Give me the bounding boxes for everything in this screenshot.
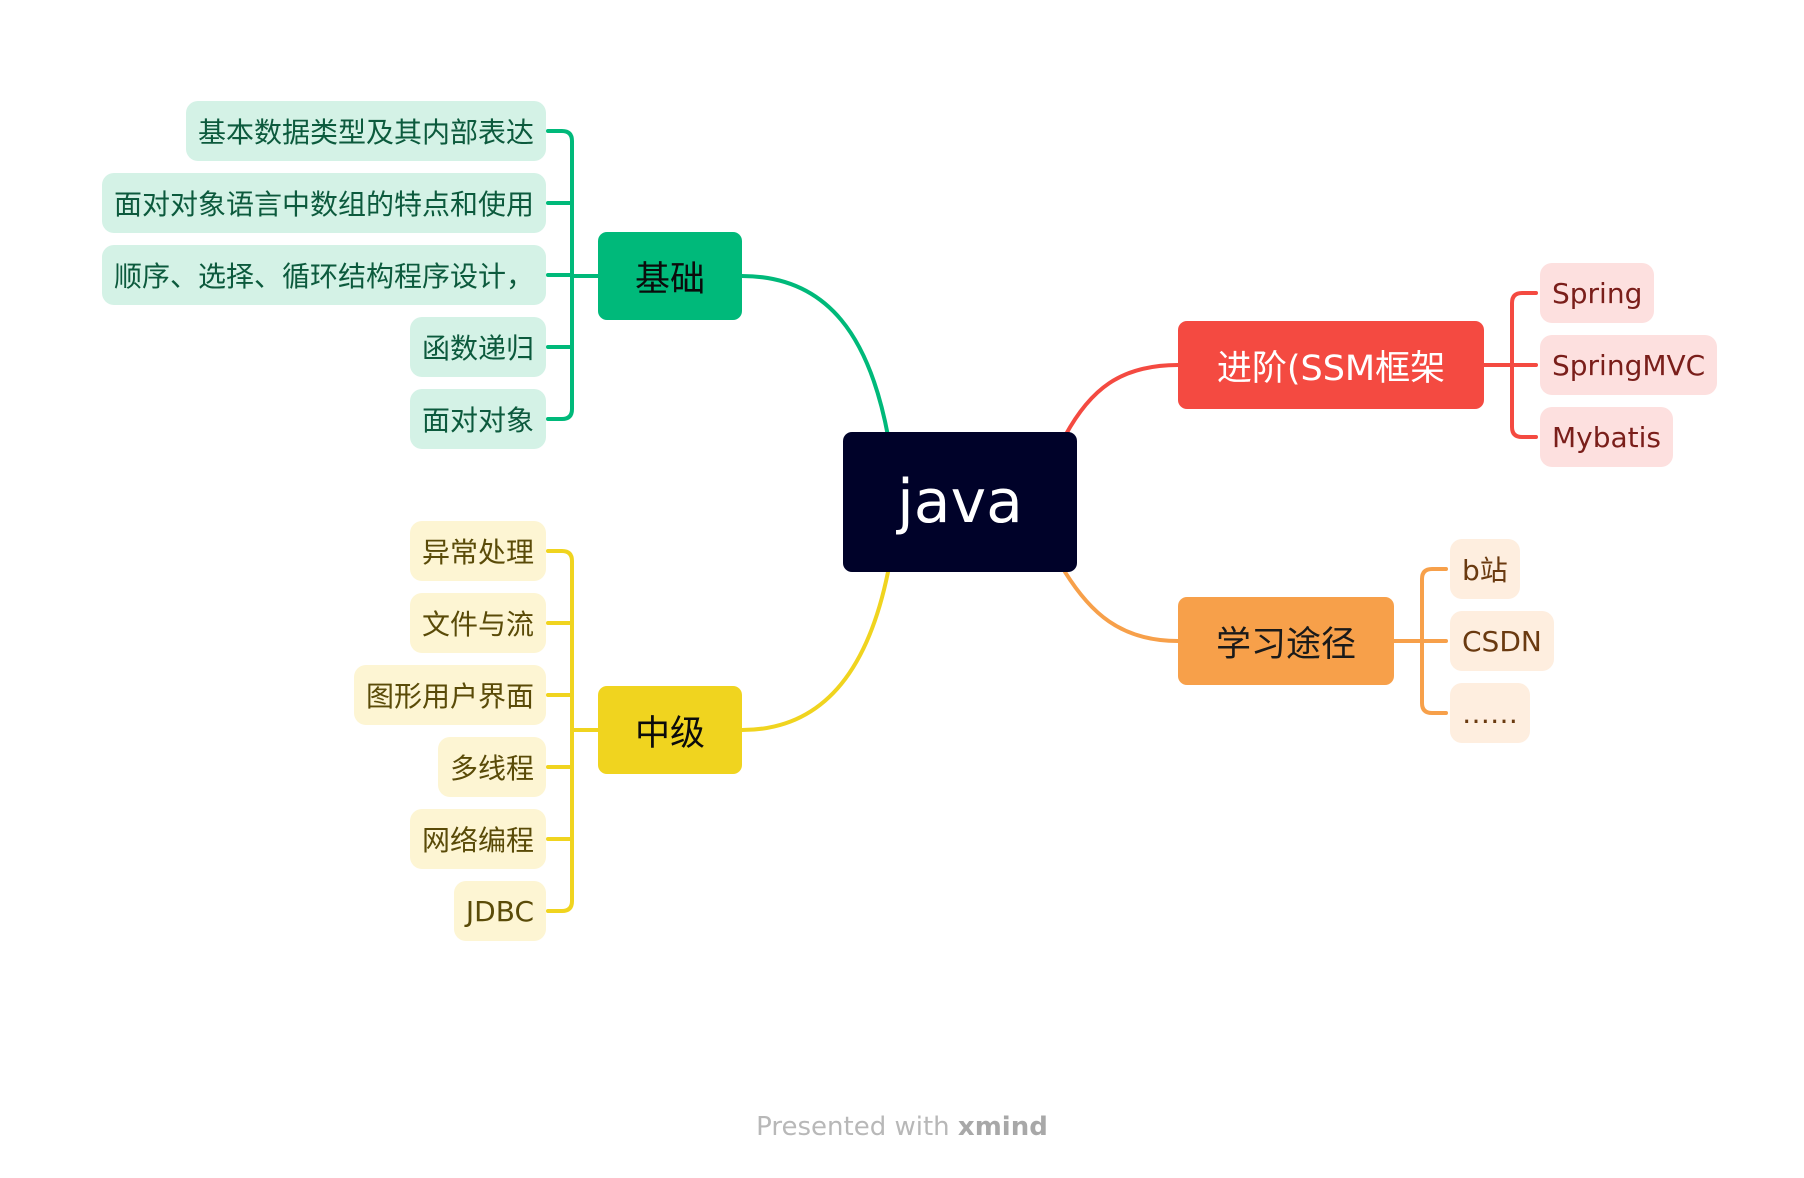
subtopic-jinjie-1[interactable]: Spring [1540, 263, 1655, 323]
topic-zhongji[interactable]: 中级 [598, 686, 742, 774]
topic-jinjie-label: 进阶(SSM框架 [1216, 348, 1446, 389]
topic-zhongji-label: 中级 [634, 713, 705, 754]
subtopic-tujing-3[interactable]: …… [1450, 683, 1530, 743]
topic-jichu-label: 基础 [634, 259, 705, 300]
connector-zhongji-spine [546, 549, 574, 913]
subtopic-label: 面对对象 [421, 404, 534, 437]
subtopic-zhongji-6[interactable]: JDBC [453, 881, 546, 941]
subtopic-jichu-3[interactable]: 顺序、选择、循环结构程序设计， [101, 245, 546, 305]
presented-with-footer: Presented with xmind [0, 1112, 1804, 1142]
topic-jichu[interactable]: 基础 [598, 232, 742, 320]
subtopic-zhongji-4[interactable]: 多线程 [437, 737, 546, 797]
subtopic-jinjie-3[interactable]: Mybatis [1540, 407, 1674, 467]
subtopic-label: Mybatis [1552, 420, 1662, 454]
subtopic-label: b站 [1462, 554, 1508, 587]
subtopic-jichu-4[interactable]: 函数递归 [409, 317, 546, 377]
xmind-logo-text: xmind [957, 1112, 1048, 1142]
central-topic-label: java [897, 467, 1023, 537]
connector-root-zhongji [740, 570, 890, 732]
subtopic-label: 图形用户界面 [365, 680, 534, 713]
subtopic-jichu-5[interactable]: 面对对象 [409, 389, 546, 449]
subtopic-tujing-2[interactable]: CSDN [1450, 611, 1554, 671]
subtopic-label: 函数递归 [421, 332, 534, 365]
subtopic-zhongji-5[interactable]: 网络编程 [409, 809, 546, 869]
subtopic-jichu-1[interactable]: 基本数据类型及其内部表达 [185, 101, 546, 161]
footer-prefix: Presented with [756, 1112, 950, 1142]
subtopic-label: 文件与流 [421, 608, 534, 641]
subtopic-label: Spring [1552, 276, 1643, 310]
subtopic-label: SpringMVC [1552, 348, 1706, 382]
subtopic-zhongji-3[interactable]: 图形用户界面 [353, 665, 546, 725]
connector-root-jichu [740, 274, 890, 438]
subtopic-label: 异常处理 [421, 536, 534, 569]
connector-root-tujing [1063, 570, 1180, 643]
subtopic-jichu-2[interactable]: 面对对象语言中数组的特点和使用 [101, 173, 546, 233]
subtopic-label: …… [1462, 696, 1518, 730]
connector-root-jinjie [1063, 363, 1180, 438]
subtopic-tujing-1[interactable]: b站 [1450, 539, 1520, 599]
subtopic-label: 网络编程 [421, 824, 534, 857]
subtopic-label: JDBC [465, 894, 534, 928]
subtopic-label: 多线程 [449, 752, 534, 785]
central-topic-java[interactable]: java [843, 432, 1077, 572]
subtopic-label: CSDN [1462, 624, 1542, 658]
topic-jinjie[interactable]: 进阶(SSM框架 [1178, 321, 1484, 409]
subtopic-zhongji-2[interactable]: 文件与流 [409, 593, 546, 653]
topic-tujing[interactable]: 学习途径 [1178, 597, 1394, 685]
subtopic-label: 面对对象语言中数组的特点和使用 [113, 188, 534, 221]
subtopic-label: 顺序、选择、循环结构程序设计， [113, 260, 534, 293]
subtopic-label: 基本数据类型及其内部表达 [197, 116, 534, 149]
topic-tujing-label: 学习途径 [1215, 624, 1356, 665]
subtopic-zhongji-1[interactable]: 异常处理 [409, 521, 546, 581]
subtopic-jinjie-2[interactable]: SpringMVC [1540, 335, 1718, 395]
